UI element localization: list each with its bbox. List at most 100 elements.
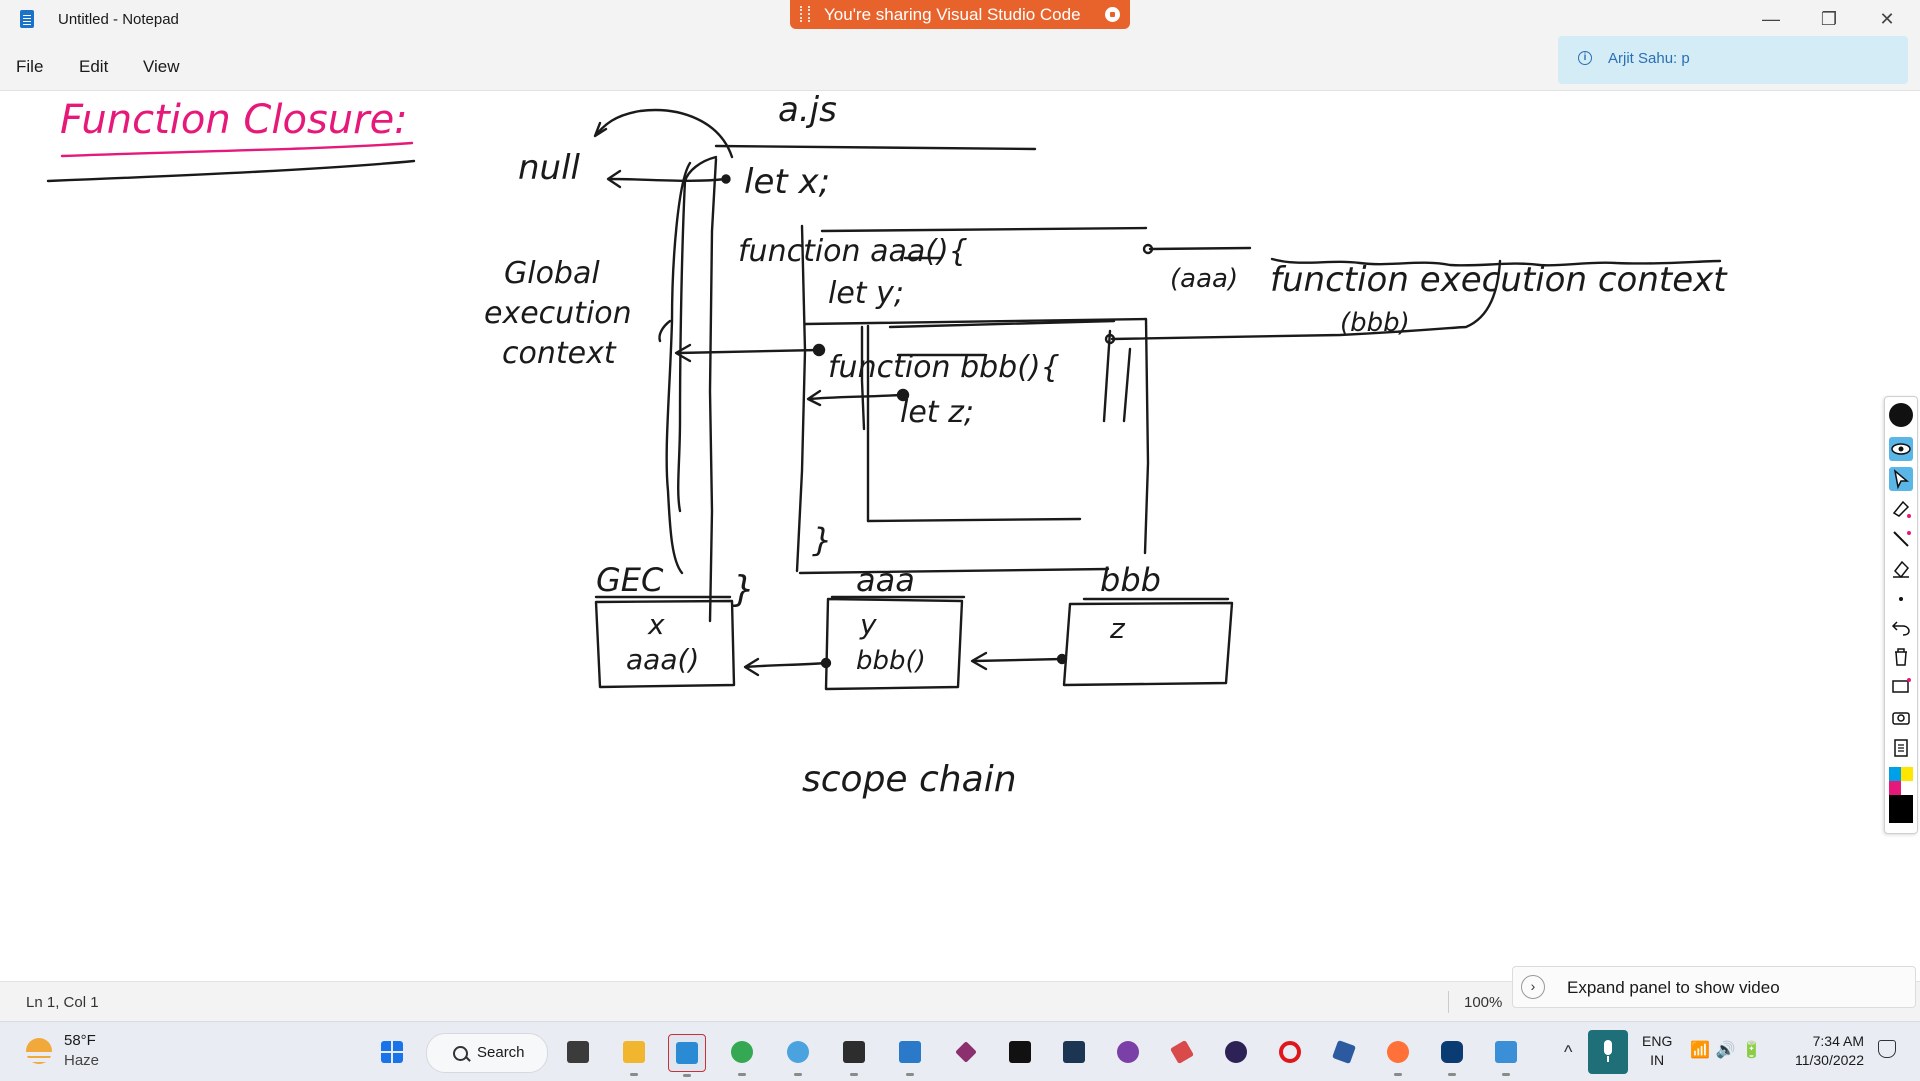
arrow-head: [674, 343, 692, 363]
aaa-box-bottom: [798, 567, 1110, 575]
screen-capture-icon[interactable]: [1889, 675, 1913, 699]
eclipse-icon: [1225, 1041, 1247, 1063]
splash-icon: [1332, 1040, 1356, 1064]
expand-video-panel[interactable]: › Expand panel to show video: [1512, 966, 1916, 1008]
taskbar-app-mysql-shell[interactable]: [1056, 1034, 1092, 1070]
search-icon: [453, 1046, 468, 1061]
taskbar-app-task-view[interactable]: [560, 1034, 596, 1070]
color-palette[interactable]: [1889, 767, 1913, 827]
tray-overflow-chevron[interactable]: ^: [1564, 1042, 1573, 1062]
weather-icon[interactable]: [24, 1038, 54, 1064]
taskbar-app-purple[interactable]: [1110, 1034, 1146, 1070]
microphone-icon[interactable]: [1588, 1030, 1628, 1074]
chevron-right-icon[interactable]: ›: [1521, 975, 1545, 999]
fec-label: function execution context: [1270, 260, 1728, 300]
running-indicator: [738, 1073, 746, 1076]
weather-condition[interactable]: Haze: [64, 1052, 100, 1069]
taskbar-app-splash[interactable]: [1326, 1034, 1362, 1070]
taskbar-app-firefox[interactable]: [1380, 1034, 1416, 1076]
gec-label-line1: Global: [504, 256, 600, 291]
eraser-icon[interactable]: [1889, 557, 1913, 581]
arrow-bbb-to-aaa: [808, 393, 905, 401]
expand-panel-label: Expand panel to show video: [1567, 978, 1780, 997]
bbb-link-line: [1110, 259, 1502, 341]
menu-file[interactable]: File: [16, 57, 44, 76]
taskbar-app-eclipse[interactable]: [1218, 1034, 1254, 1070]
terminal-icon: [843, 1041, 865, 1063]
weather-temp[interactable]: 58°F: [64, 1032, 96, 1049]
pin-icon[interactable]: [1889, 403, 1913, 427]
system-clock[interactable]: 7:34 AM 11/30/2022: [1786, 1032, 1864, 1070]
taskbar-app-file-explorer[interactable]: [616, 1034, 652, 1076]
highlighter-icon[interactable]: [1889, 497, 1913, 521]
taskbar-app-chrome[interactable]: [724, 1034, 760, 1076]
code-let-z: let z;: [900, 395, 974, 430]
app-window-icon: [1495, 1041, 1517, 1063]
window-title: Untitled - Notepad: [58, 11, 179, 28]
chat-message: Arjit Sahu: p: [1608, 50, 1690, 67]
taskbar-app-notepad[interactable]: [892, 1034, 928, 1076]
title-underline: [46, 159, 416, 183]
aaa-scope-title: aaa: [856, 561, 915, 599]
aaa-box-top: [820, 226, 1148, 233]
restore-button[interactable]: ❐: [1820, 9, 1838, 29]
aaa-link-line: [1148, 246, 1252, 251]
gec-label-line3: context: [502, 336, 617, 371]
cursor-icon[interactable]: [1889, 467, 1913, 491]
taskbar-app-window[interactable]: [1488, 1034, 1524, 1076]
task-view-icon: [567, 1041, 589, 1063]
taskbar-app-terminal[interactable]: [836, 1034, 872, 1076]
running-indicator: [906, 1073, 914, 1076]
taskbar-app-cmd[interactable]: [1002, 1034, 1038, 1070]
vscode-icon: [676, 1042, 698, 1064]
color-swatch-magenta[interactable]: [1889, 781, 1901, 795]
running-indicator: [630, 1073, 638, 1076]
tray-status-icons[interactable]: 📶🔊🔋: [1690, 1042, 1768, 1059]
minimize-button[interactable]: —: [1762, 9, 1780, 29]
drag-grip-icon[interactable]: [800, 6, 810, 22]
title-bar: Untitled - Notepad You're sharing Visual…: [0, 0, 1920, 40]
color-swatch-white[interactable]: [1901, 781, 1913, 795]
drawing-canvas[interactable]: Function Closure: a.js null let x; funct…: [0, 90, 1920, 981]
taskbar-app-opera[interactable]: [1272, 1034, 1308, 1070]
arrow-aaa-to-global: [676, 348, 821, 355]
color-swatch-cyan[interactable]: [1889, 767, 1901, 781]
code-func-bbb: function bbb(){: [828, 350, 1060, 385]
bbb-box-left: [860, 325, 866, 431]
share-banner-text: You're sharing Visual Studio Code: [824, 5, 1081, 24]
stop-sharing-icon[interactable]: [1105, 7, 1120, 22]
camera-icon[interactable]: [1889, 705, 1913, 729]
language-indicator[interactable]: ENG IN: [1642, 1032, 1672, 1070]
eye-icon[interactable]: [1889, 437, 1913, 461]
code-close-global: }: [732, 569, 755, 610]
notification-bell-icon[interactable]: [1878, 1040, 1896, 1058]
running-indicator: [794, 1073, 802, 1076]
start-button[interactable]: [374, 1034, 410, 1070]
chrome-icon: [731, 1041, 753, 1063]
color-swatch-yellow[interactable]: [1901, 767, 1913, 781]
share-banner[interactable]: You're sharing Visual Studio Code: [790, 0, 1130, 29]
firefox-icon: [1387, 1041, 1409, 1063]
taskbar-app-feather[interactable]: [948, 1034, 984, 1070]
close-button[interactable]: ✕: [1879, 9, 1895, 29]
aaa-box-right-inner: [1122, 347, 1132, 423]
menu-view[interactable]: View: [143, 57, 180, 76]
zoom-level[interactable]: 100%: [1464, 994, 1503, 1011]
taskbar-search[interactable]: Search: [426, 1033, 548, 1073]
trash-icon[interactable]: [1889, 645, 1913, 669]
taskbar-app-webex[interactable]: [1434, 1034, 1470, 1076]
code-func-aaa: function aaa(){: [738, 234, 968, 269]
undo-icon[interactable]: [1889, 615, 1913, 639]
taskbar-app-vscode[interactable]: [668, 1034, 706, 1077]
taskbar-app-blue[interactable]: [780, 1034, 816, 1076]
pen-icon[interactable]: [1889, 527, 1913, 551]
chat-notification[interactable]: i Arjit Sahu: p: [1558, 36, 1908, 84]
color-swatch-black[interactable]: [1889, 795, 1913, 823]
taskbar-app-eraser[interactable]: [1164, 1034, 1200, 1070]
code-close-aaa: }: [812, 521, 832, 559]
menu-edit[interactable]: Edit: [79, 57, 109, 76]
clipboard-icon[interactable]: [1889, 735, 1913, 759]
dot-icon[interactable]: [1889, 587, 1913, 611]
null-label: null: [518, 148, 581, 188]
title-underline-pink: [60, 141, 414, 158]
